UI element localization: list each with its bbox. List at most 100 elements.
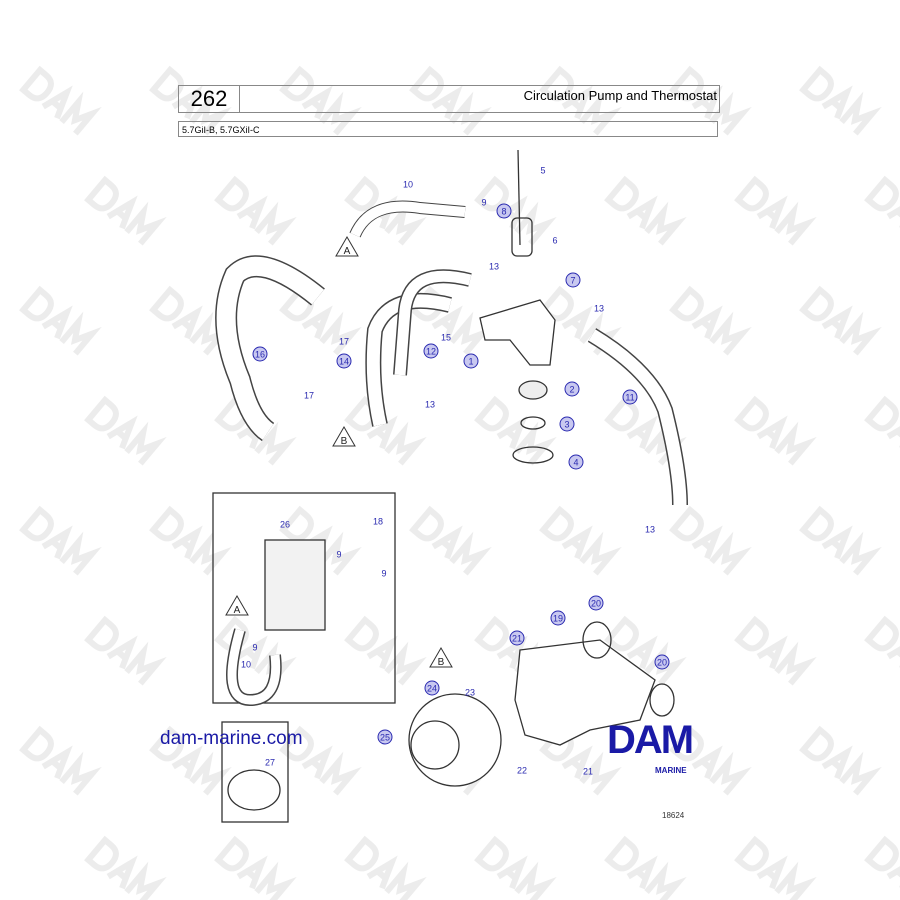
callout-17: 17 (339, 337, 349, 347)
callout-label: 17 (304, 391, 314, 401)
hose-12-inner (394, 270, 472, 376)
hose-14-inner (366, 294, 452, 427)
inset-box-clamp (221, 721, 289, 823)
callout-circle (424, 680, 440, 696)
watermark-logo (214, 175, 297, 246)
gasket (512, 446, 554, 464)
o-ring (520, 416, 546, 430)
watermark-logo (539, 65, 622, 136)
callout-label: 23 (465, 688, 475, 698)
callout-10: 10 (241, 660, 251, 670)
page-number: 262 (178, 85, 240, 113)
callout-21: 21 (509, 630, 525, 646)
callout-10: 10 (403, 180, 413, 190)
watermark-logo (409, 505, 492, 576)
callout-label: 21 (583, 767, 593, 777)
watermark-logo (734, 175, 817, 246)
watermark-logo (539, 285, 622, 356)
callout-label: 26 (280, 520, 290, 530)
callout-label: 9 (252, 643, 257, 653)
gasket-20a (582, 621, 612, 659)
watermark-logo (149, 505, 232, 576)
callout-label: 15 (441, 333, 451, 343)
callout-13: 13 (594, 304, 604, 314)
callout-circle (588, 595, 604, 611)
callout-3: 3 (559, 416, 575, 432)
callout-circle (550, 610, 566, 626)
reference-triangle (225, 595, 249, 616)
callout-27: 27 (265, 758, 275, 768)
watermark-logo (279, 65, 362, 136)
callout-16: 16 (252, 346, 268, 362)
hose-10-inner (350, 201, 466, 238)
callout-5: 5 (540, 166, 545, 176)
callout-label: 13 (594, 304, 604, 314)
watermark-logo (539, 505, 622, 576)
callout-label: 22 (517, 766, 527, 776)
callout-17: 17 (304, 391, 314, 401)
callout-14: 14 (336, 353, 352, 369)
watermark-logo (84, 835, 167, 900)
callout-label: 10 (241, 660, 251, 670)
bracket-6 (511, 217, 533, 257)
callout-circle (463, 353, 479, 369)
callout-19: 19 (550, 610, 566, 626)
gasket-20b (649, 683, 675, 717)
watermark-logo (19, 725, 102, 796)
watermark-logo (604, 615, 687, 686)
watermark-logo (604, 395, 687, 466)
pulley-hub (410, 720, 460, 770)
callout-label: B (438, 657, 445, 668)
watermark-logo (344, 615, 427, 686)
callout-9: 9 (252, 643, 257, 653)
watermark-logo (864, 835, 900, 900)
callout-13: 13 (489, 262, 499, 272)
inset-box-thermostat-sensor (212, 492, 396, 704)
callout-label: 16 (255, 350, 265, 360)
page-title: Circulation Pump and Thermostat (523, 88, 717, 103)
watermark-logo (864, 615, 900, 686)
callout-label: 9 (336, 550, 341, 560)
watermark-logo (734, 395, 817, 466)
watermark-logo (279, 725, 362, 796)
callout-21: 21 (583, 767, 593, 777)
callout-label: 6 (552, 236, 557, 246)
callout-label: 10 (403, 180, 413, 190)
callout-20: 20 (654, 654, 670, 670)
callout-circle (564, 381, 580, 397)
callout-label: 7 (570, 276, 575, 286)
watermark-logo (214, 835, 297, 900)
watermark-logo (84, 175, 167, 246)
callout-label: 20 (591, 599, 601, 609)
callout-label: 4 (573, 458, 578, 468)
callout-circle (377, 729, 393, 745)
callout-label: 18 (373, 517, 383, 527)
watermark-logo (799, 725, 882, 796)
callout-9: 9 (381, 569, 386, 579)
callout-circle (509, 630, 525, 646)
watermark-logo (279, 505, 362, 576)
watermark-logo (734, 615, 817, 686)
callout-circle (336, 353, 352, 369)
watermark-logo (669, 505, 752, 576)
callout-label: 8 (501, 207, 506, 217)
callout-12: 12 (423, 343, 439, 359)
callout-1: 1 (463, 353, 479, 369)
callout-A: A (335, 236, 359, 257)
callout-circle (496, 203, 512, 219)
callout-label: 5 (540, 166, 545, 176)
watermark-logo (149, 65, 232, 136)
callout-label: 13 (489, 262, 499, 272)
callout-label: B (341, 436, 348, 447)
hose-11-inner (588, 329, 687, 506)
website-link[interactable]: dam-marine.com (160, 728, 303, 749)
callout-9: 9 (336, 550, 341, 560)
thermostat (518, 380, 548, 400)
callout-22: 22 (517, 766, 527, 776)
callout-circle (565, 272, 581, 288)
watermark-logo (669, 285, 752, 356)
watermark-logo (864, 395, 900, 466)
watermark-logo (864, 175, 900, 246)
